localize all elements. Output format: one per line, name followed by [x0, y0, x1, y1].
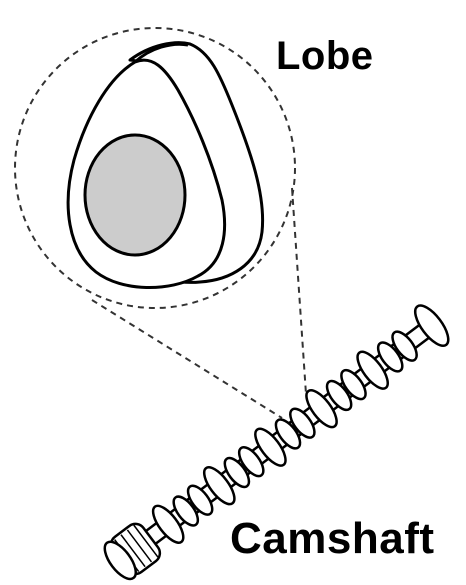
lobe-enlarged — [68, 43, 262, 288]
lobe-bore — [85, 135, 185, 255]
callout-line-left — [92, 300, 282, 418]
camshaft-label: Camshaft — [230, 514, 435, 564]
lobe-label: Lobe — [276, 34, 374, 79]
callout-line-right — [292, 188, 306, 394]
